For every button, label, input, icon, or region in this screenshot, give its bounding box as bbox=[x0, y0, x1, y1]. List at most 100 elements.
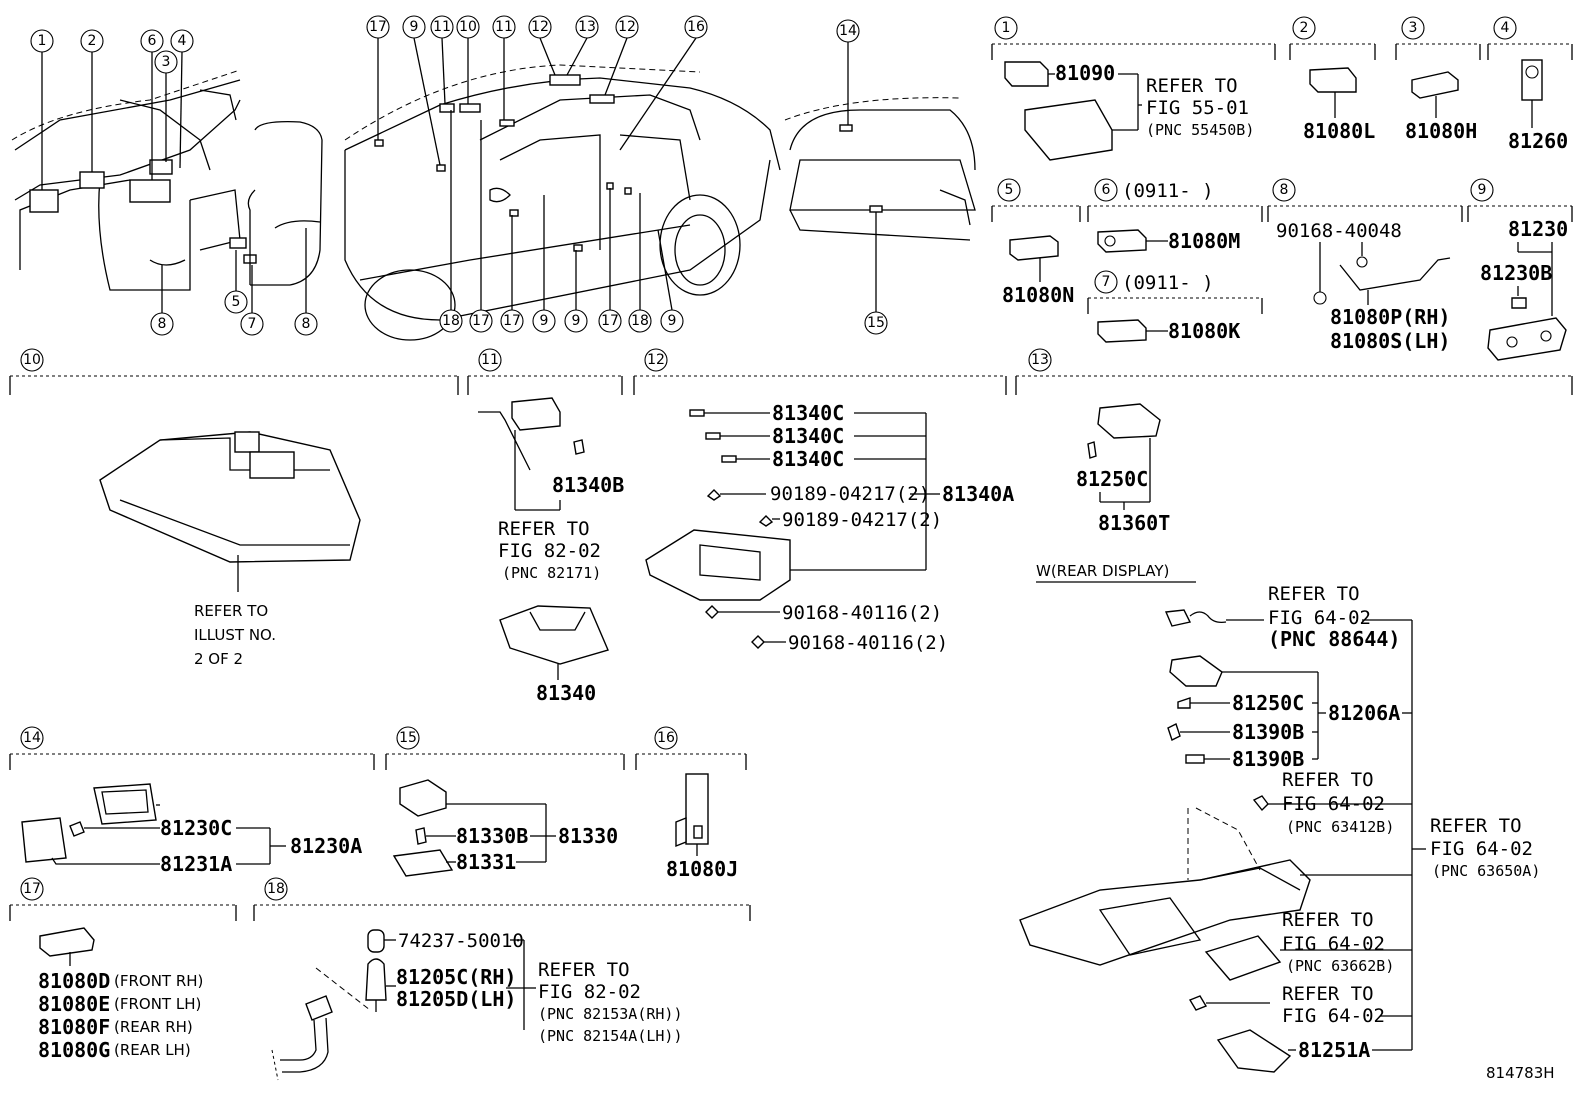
svg-text:(PNC 82153A(RH)): (PNC 82153A(RH)) bbox=[538, 1005, 683, 1023]
svg-text:FIG 64-02: FIG 64-02 bbox=[1268, 607, 1371, 629]
svg-text:REFER TO: REFER TO bbox=[1282, 983, 1374, 1005]
callout-7: 7 bbox=[240, 265, 264, 336]
section-1: 1 81090 REFER TO FIG 55-01 (PNC 55450B) bbox=[991, 16, 1276, 161]
s17-part-2: 81080E(FRONT LH) bbox=[38, 992, 201, 1016]
svg-text:(REAR RH): (REAR RH) bbox=[114, 1018, 193, 1036]
callout-11a: 11 bbox=[430, 15, 454, 105]
callout-15: 15 bbox=[864, 212, 888, 335]
svg-text:FIG 64-02: FIG 64-02 bbox=[1282, 793, 1385, 815]
svg-text:11: 11 bbox=[481, 352, 499, 368]
svg-text:90168-40116(2): 90168-40116(2) bbox=[782, 602, 942, 624]
svg-text:10: 10 bbox=[459, 19, 477, 35]
callout-4: 4 bbox=[170, 29, 194, 169]
svg-text:81230C: 81230C bbox=[160, 816, 232, 840]
svg-text:(0911- ): (0911- ) bbox=[1122, 180, 1214, 202]
svg-text:(PNC 55450B): (PNC 55450B) bbox=[1146, 121, 1254, 139]
svg-text:REFER TO: REFER TO bbox=[498, 518, 590, 540]
svg-text:(PNC 63650A): (PNC 63650A) bbox=[1432, 862, 1540, 880]
section-8: 8 90168-40048 81080P(RH) 81080S(LH) bbox=[1267, 178, 1463, 353]
svg-text:5: 5 bbox=[1005, 182, 1014, 198]
callout-1: 1 bbox=[30, 29, 54, 190]
svg-text:11: 11 bbox=[433, 19, 451, 35]
section-11: 11 81340B REFER TO FIG 82-02 (PNC 82171)… bbox=[467, 348, 624, 705]
svg-text:81206A: 81206A bbox=[1328, 701, 1400, 725]
svg-text:81205D(LH): 81205D(LH) bbox=[396, 987, 516, 1011]
svg-text:74237-50010: 74237-50010 bbox=[398, 930, 524, 952]
svg-text:REFER TO: REFER TO bbox=[538, 959, 630, 981]
svg-text:81250C: 81250C bbox=[1232, 691, 1304, 715]
callout-6: 6 bbox=[140, 29, 164, 180]
svg-text:REFER TO: REFER TO bbox=[194, 602, 268, 620]
svg-text:5: 5 bbox=[232, 294, 241, 310]
svg-text:FIG 82-02: FIG 82-02 bbox=[538, 981, 641, 1003]
svg-text:8: 8 bbox=[302, 316, 311, 332]
callout-18a: 18 bbox=[439, 110, 463, 333]
svg-text:FIG 64-02: FIG 64-02 bbox=[1282, 933, 1385, 955]
svg-text:81390B: 81390B bbox=[1232, 720, 1304, 744]
callout-9a: 9 bbox=[402, 15, 441, 166]
svg-text:FIG 55-01: FIG 55-01 bbox=[1146, 97, 1249, 119]
svg-text:9: 9 bbox=[1478, 182, 1487, 198]
svg-text:W(REAR DISPLAY): W(REAR DISPLAY) bbox=[1036, 562, 1169, 580]
callout-8b: 8 bbox=[294, 228, 318, 336]
svg-text:14: 14 bbox=[839, 23, 857, 39]
svg-text:REFER TO: REFER TO bbox=[1146, 75, 1238, 97]
svg-text:9: 9 bbox=[572, 313, 581, 329]
callout-2: 2 bbox=[80, 29, 104, 172]
svg-text:17: 17 bbox=[503, 313, 521, 329]
svg-text:90189-04217(2): 90189-04217(2) bbox=[770, 483, 930, 505]
svg-text:8: 8 bbox=[158, 316, 167, 332]
section-10: 10 REFER TO ILLUST NO. 2 OF 2 bbox=[9, 348, 459, 668]
svg-text:81080L: 81080L bbox=[1303, 119, 1375, 143]
svg-text:81340A: 81340A bbox=[942, 482, 1014, 506]
seat-illustration bbox=[247, 121, 323, 286]
svg-text:16: 16 bbox=[687, 19, 705, 35]
svg-text:81230B: 81230B bbox=[1480, 261, 1552, 285]
svg-text:81080E: 81080E bbox=[38, 992, 110, 1016]
svg-text:10: 10 bbox=[23, 352, 41, 368]
svg-text:81340C: 81340C bbox=[772, 447, 844, 471]
svg-text:81080G: 81080G bbox=[38, 1038, 110, 1062]
section-16: 16 81080J bbox=[635, 726, 747, 881]
svg-text:18: 18 bbox=[442, 313, 460, 329]
section-9: 9 81230 81230B bbox=[1467, 178, 1573, 361]
svg-text:81250C: 81250C bbox=[1076, 467, 1148, 491]
callout-9b: 9 bbox=[532, 195, 556, 333]
svg-text:15: 15 bbox=[399, 730, 417, 746]
svg-text:13: 13 bbox=[1031, 352, 1049, 368]
svg-text:13: 13 bbox=[578, 19, 596, 35]
svg-text:7: 7 bbox=[1102, 274, 1111, 290]
section-7: 7 (0911- ) 81080K bbox=[1087, 270, 1263, 343]
svg-text:16: 16 bbox=[657, 730, 675, 746]
svg-text:REFER TO: REFER TO bbox=[1430, 815, 1522, 837]
car-side-illustration bbox=[344, 64, 781, 341]
svg-text:(PNC 82171): (PNC 82171) bbox=[502, 564, 601, 582]
callout-17a: 17 bbox=[366, 15, 390, 140]
svg-text:81340C: 81340C bbox=[772, 424, 844, 448]
section-18: 18 74237-50010 81205C(RH) 81205D(LH) REF… bbox=[253, 877, 751, 1081]
svg-text:81230A: 81230A bbox=[290, 834, 362, 858]
svg-text:6: 6 bbox=[148, 33, 157, 49]
svg-text:81360T: 81360T bbox=[1098, 511, 1170, 535]
callout-12b: 12 bbox=[604, 15, 639, 96]
svg-text:17: 17 bbox=[23, 881, 41, 897]
svg-text:18: 18 bbox=[631, 313, 649, 329]
svg-text:81340C: 81340C bbox=[772, 401, 844, 425]
callout-17d: 17 bbox=[598, 188, 622, 333]
svg-text:81340: 81340 bbox=[536, 681, 596, 705]
svg-text:1: 1 bbox=[1002, 20, 1011, 36]
rear-display-group: W(REAR DISPLAY) REFER TO FIG 64-02 (PNC … bbox=[1019, 562, 1540, 1073]
svg-text:(REAR LH): (REAR LH) bbox=[114, 1041, 191, 1059]
svg-text:ILLUST NO.: ILLUST NO. bbox=[194, 626, 276, 644]
svg-text:(0911- ): (0911- ) bbox=[1122, 272, 1214, 294]
callout-8a: 8 bbox=[150, 265, 174, 336]
svg-text:81205C(RH): 81205C(RH) bbox=[396, 965, 516, 989]
svg-text:(PNC 63412B): (PNC 63412B) bbox=[1286, 818, 1394, 836]
svg-text:9: 9 bbox=[540, 313, 549, 329]
svg-text:81080H: 81080H bbox=[1405, 119, 1477, 143]
s17-part-4: 81080G(REAR LH) bbox=[38, 1038, 191, 1062]
section-2: 2 81080L bbox=[1289, 16, 1376, 143]
svg-text:9: 9 bbox=[410, 19, 419, 35]
svg-text:90168-40048: 90168-40048 bbox=[1276, 220, 1402, 242]
svg-text:14: 14 bbox=[23, 730, 41, 746]
